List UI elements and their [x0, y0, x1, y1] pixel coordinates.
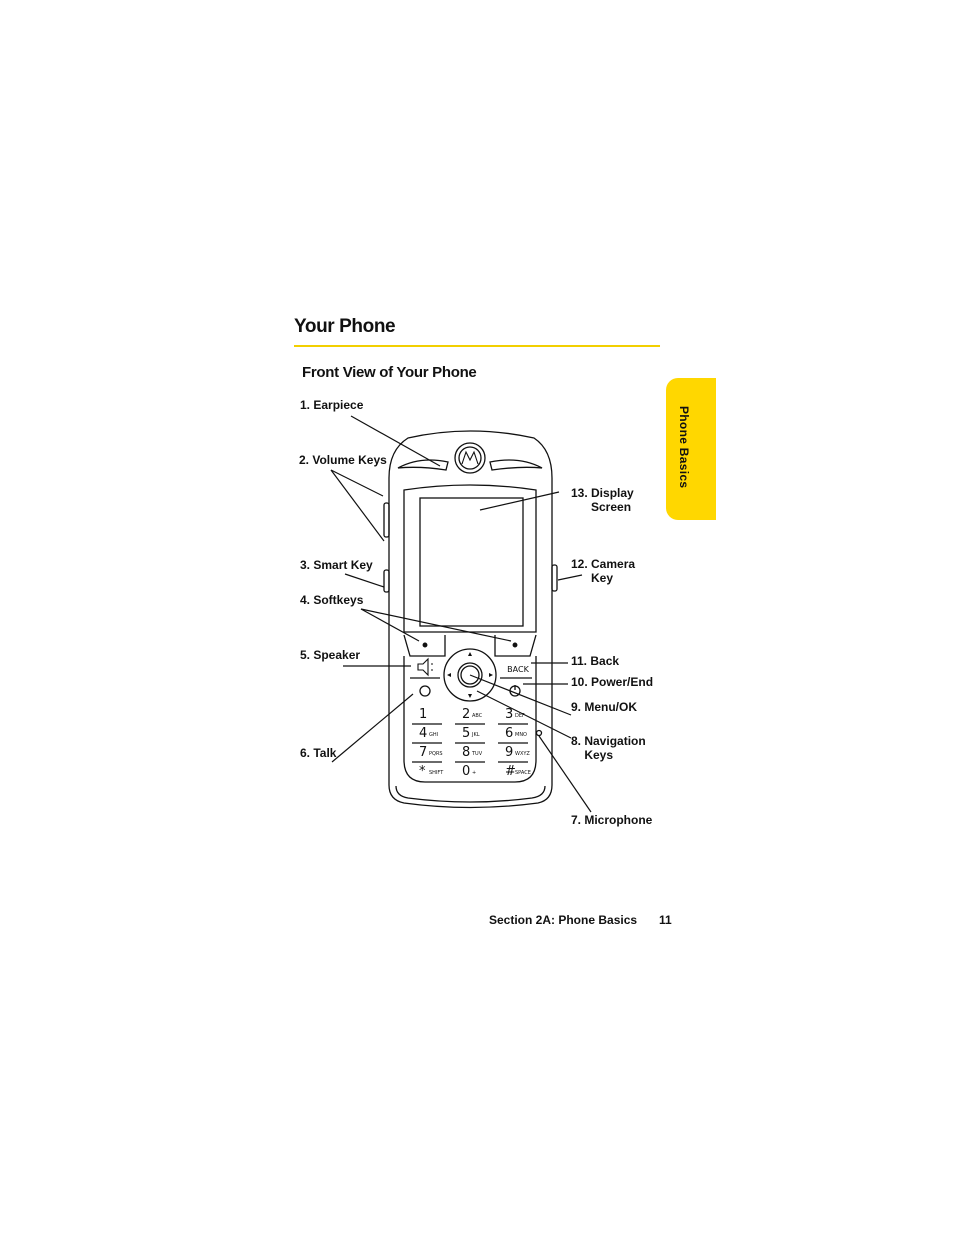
callout-volume-keys: 2. Volume Keys [299, 453, 387, 467]
page-title: Your Phone [294, 316, 396, 337]
volume-keys [383, 502, 390, 538]
callout-navigation-keys: 8. Navigation Keys [571, 734, 646, 762]
softkey-right [494, 634, 537, 657]
page-number: 11 [659, 913, 672, 927]
key-letters: SPACE [515, 770, 531, 776]
softkey-left [403, 634, 446, 657]
callout-back: 11. Back [571, 654, 620, 668]
key-digit: 8 [462, 745, 470, 760]
key-letters: MNO [515, 732, 527, 738]
key-letters: SHIFT [429, 770, 444, 776]
callout-smart-key: 3. Smart Key [300, 558, 373, 572]
key-letters: DEF [515, 713, 525, 719]
key-letters: GHI [429, 732, 438, 738]
keypad-key[interactable]: #SPACE [505, 764, 531, 779]
key-digit: 2 [462, 707, 470, 722]
key-digit: 3 [505, 707, 513, 722]
callout-talk: 6. Talk [300, 746, 337, 760]
speaker-key [417, 657, 429, 677]
display-bezel [403, 484, 537, 633]
navigation-ring [443, 648, 497, 702]
key-digit: 0 [462, 764, 470, 779]
key-digit: 9 [505, 745, 513, 760]
side-tab[interactable]: Phone Basics [666, 378, 716, 520]
callout-power-end: 10. Power/End [571, 675, 654, 689]
back-key-label[interactable]: BACK [507, 665, 529, 674]
key-digit: 6 [505, 726, 513, 741]
side-tab-label: Phone Basics [677, 406, 691, 489]
keypad-frame [403, 656, 537, 783]
keypad-key[interactable]: *SHIFT [419, 764, 444, 779]
smart-key [383, 569, 390, 593]
key-digit: 1 [419, 707, 427, 722]
camera-key [551, 564, 558, 592]
callout-lines [330, 415, 592, 813]
menu-ok-key [457, 662, 483, 688]
key-letters: JKL [471, 732, 480, 738]
callout-earpiece: 1. Earpiece [300, 398, 364, 412]
key-digit: # [505, 764, 516, 779]
title-underline [294, 345, 660, 347]
phone-inner-edge [395, 785, 546, 803]
callout-microphone: 7. Microphone [571, 813, 653, 827]
section-subtitle: Front View of Your Phone [302, 364, 477, 381]
key-digit: 7 [419, 745, 427, 760]
display-screen [419, 497, 524, 627]
key-digit: 4 [419, 726, 427, 741]
key-letters: ABC [472, 713, 483, 719]
key-digit: * [419, 764, 426, 779]
earpiece-right [489, 459, 543, 471]
callout-display-screen: 13. Display Screen [571, 486, 634, 514]
keypad-key[interactable]: 0+ [462, 764, 476, 779]
key-digit: 5 [462, 726, 470, 741]
callout-camera-key: 12. Camera Key [571, 557, 636, 585]
phone-body [388, 430, 553, 809]
key-letters: + [472, 770, 476, 776]
microphone [535, 729, 543, 737]
footer-section: Section 2A: Phone Basics [489, 913, 638, 927]
keypad-key[interactable]: 1 [419, 707, 427, 722]
earpiece-left [397, 459, 449, 471]
talk-key [419, 685, 431, 697]
callout-speaker: 5. Speaker [300, 648, 361, 662]
key-letters: TUV [471, 751, 483, 757]
callout-menu-ok: 9. Menu/OK [571, 700, 638, 714]
callout-softkeys: 4. Softkeys [300, 593, 364, 607]
motorola-logo [454, 442, 486, 474]
key-letters: WXYZ [515, 751, 530, 757]
navigation-arrows [447, 652, 493, 698]
key-letters: PQRS [429, 751, 443, 757]
